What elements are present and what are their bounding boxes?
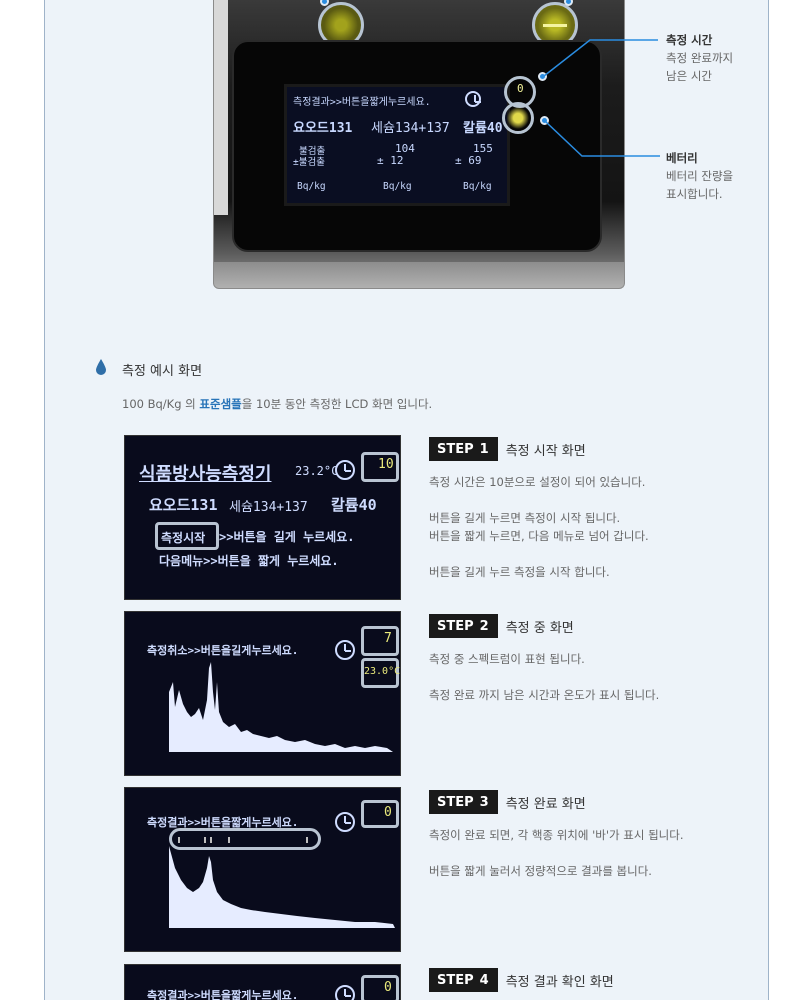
lcd-label-2: ±불검출 — [293, 157, 325, 168]
time-highlight-box: 7 — [361, 626, 399, 656]
clock-icon — [465, 91, 481, 107]
lcd-unit: Bq/kg — [383, 181, 412, 192]
section-title: 측정 예시 화면 — [122, 364, 203, 379]
callout-line-battery — [545, 121, 660, 157]
water-drop-icon — [96, 359, 106, 375]
lcd-nuclide-2: 세슘134+137 — [229, 500, 308, 515]
lcd-title: 식품방사능측정기 — [139, 464, 272, 485]
time-highlight-box: 10 — [361, 452, 399, 482]
step-body: 측정 중 스펙트럼이 표현 됩니다. 측정 완료 까지 남은 시간과 온도가 표… — [429, 652, 660, 702]
device-side-edge — [214, 0, 228, 215]
lcd-value-2: 155 — [473, 142, 493, 155]
device-lcd-screen: 측정결과>>버튼을짧게누르세요. 요오드131 세슘134+137 칼륨40 불… — [284, 84, 510, 206]
lcd-value-1: 104 — [395, 142, 415, 155]
step-body: 측정이 완료 되면, 각 핵종 위치에 '바'가 표시 됩니다. 버튼을 짧게 … — [429, 828, 684, 878]
callout-battery-line: 베터리 잔량을 — [666, 169, 734, 183]
time-highlight-box: 0 — [361, 975, 399, 1000]
highlight-sample: 표준샘플 — [199, 397, 242, 411]
lcd-header: 측정결과>>버튼을짧게누르세요. — [147, 989, 299, 1000]
lcd-nuclide-2: 세슘134+137 — [371, 121, 450, 136]
lcd-error-2: ± 69 — [455, 154, 482, 167]
lcd-unit: Bq/kg — [297, 181, 326, 192]
callout-dot-battery — [540, 116, 549, 125]
lcd-header: 측정취소>>버튼을길게누르세요. — [147, 644, 299, 657]
battery-indicator-ring — [502, 102, 534, 134]
lcd-shot-step2: 측정취소>>버튼을길게누르세요. 7 23.0°C — [124, 611, 401, 776]
lcd-nuclide-3: 칼륨40 — [331, 496, 377, 514]
lcd-header: 측정결과>>버튼을짧게누르세요. — [147, 816, 299, 829]
step-title: 측정 완료 화면 — [505, 796, 586, 812]
lcd-shot-step3: 측정결과>>버튼을짧게누르세요. 0 — [124, 787, 401, 952]
clock-icon — [335, 985, 355, 1000]
device-base — [214, 262, 624, 288]
step-title: 측정 결과 확인 화면 — [505, 974, 614, 990]
lcd-temp: 23.2°C — [295, 464, 339, 478]
temp-highlight-box: 23.0°C — [361, 658, 400, 688]
callout-battery: 베터리 베터리 잔량을 표시합니다. — [666, 149, 733, 203]
lcd-header: 측정결과>>버튼을짧게누르세요. — [293, 97, 431, 108]
clock-icon — [335, 640, 355, 660]
step-body: 측정 시간은 10분으로 설정이 되어 있습니다. 버튼을 길게 누르면 측정이… — [429, 475, 649, 579]
callout-time-line: 남은 시간 — [666, 69, 712, 83]
callout-time: 측정 시간 측정 완료까지 남은 시간 — [666, 31, 733, 85]
lcd-nuclide-3: 칼륨40 — [463, 121, 503, 136]
lcd-row3: >>버튼을 길게 누르세요. — [219, 530, 355, 544]
lcd-nuclide-1: 요오드131 — [293, 121, 353, 136]
callout-battery-title: 베터리 — [666, 151, 698, 165]
step-title: 측정 중 화면 — [505, 620, 574, 636]
marker-dot — [320, 0, 329, 6]
nuclide-bar-box — [169, 828, 321, 850]
callout-time-line: 측정 완료까지 — [666, 51, 734, 65]
section-description: 100 Bq/Kg 의 표준샘플을 10분 동안 측정한 LCD 화면 입니다. — [122, 397, 433, 411]
time-highlight-box: 0 — [361, 800, 399, 828]
spectrum-graph — [169, 846, 395, 928]
callout-battery-line: 표시합니다. — [666, 187, 723, 201]
callout-time-title: 측정 시간 — [666, 33, 713, 47]
step-title: 측정 시작 화면 — [505, 443, 586, 459]
lcd-row4: 다음메뉴>>버튼을 짧게 누르세요. — [159, 554, 339, 568]
callout-line-time — [543, 39, 658, 77]
clock-icon — [335, 460, 355, 480]
lcd-nuclide-1: 요오드131 — [149, 496, 218, 514]
lcd-shot-step4: 측정결과>>버튼을짧게누르세요. 0 — [124, 964, 401, 1000]
lcd-shot-step1: 식품방사능측정기 23.2°C 10 요오드131 세슘134+137 칼륨40… — [124, 435, 401, 600]
spectrum-graph — [169, 662, 393, 752]
clock-icon — [335, 812, 355, 832]
lcd-label-1: 불검출 — [299, 146, 326, 157]
start-highlight-box: 측정시작 — [155, 522, 219, 550]
marker-dot — [564, 0, 573, 6]
callout-dot-time — [538, 72, 547, 81]
lcd-unit: Bq/kg — [463, 181, 492, 192]
lcd-error-1: ± 12 — [377, 154, 404, 167]
